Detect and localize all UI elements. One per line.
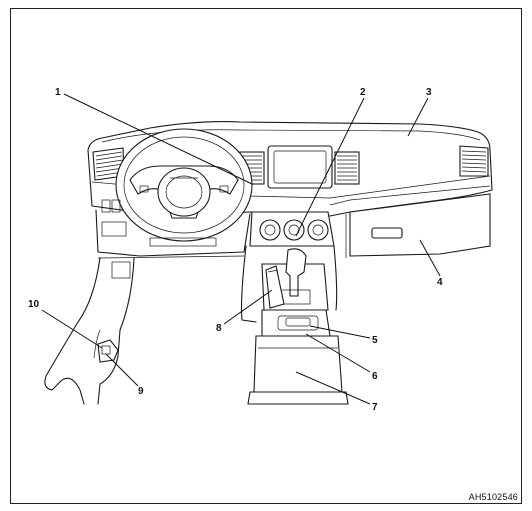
leader-line-8 [223,289,273,325]
callout-4: 4 [437,277,443,288]
callout-5: 5 [372,335,378,346]
center-console [240,245,338,323]
right-air-vent [459,145,489,177]
leader-line-6 [305,333,371,373]
figure-frame [10,8,522,504]
leader-line-4 [419,239,441,277]
leader-line-3 [407,97,429,137]
callout-2: 2 [360,87,366,98]
callout-7: 7 [372,402,378,413]
leader-lines [41,93,441,405]
left-kick-panel [44,257,135,405]
glove-box [345,193,491,258]
lower-left-panel [95,199,251,259]
steering-wheel [115,128,253,242]
callout-1: 1 [55,87,61,98]
leader-line-1 [63,93,253,185]
callout-8: 8 [216,323,222,334]
leader-line-7 [295,371,371,405]
floor-console-box [247,335,349,405]
callout-labels: 1 2 3 4 5 6 7 8 9 10 [28,87,443,413]
leader-line-10 [41,309,103,349]
figure-reference-code: AH5102546 [468,492,518,502]
leader-line-2 [295,97,365,237]
leader-line-9 [105,353,139,387]
climate-control-panel [249,211,335,247]
callout-6: 6 [372,371,378,382]
callout-9: 9 [138,386,144,397]
center-display-screen [267,145,333,189]
center-right-air-vent [334,151,360,185]
cup-holder [261,309,331,337]
callout-3: 3 [426,87,432,98]
leader-line-5 [309,325,371,339]
callout-10: 10 [28,299,40,310]
